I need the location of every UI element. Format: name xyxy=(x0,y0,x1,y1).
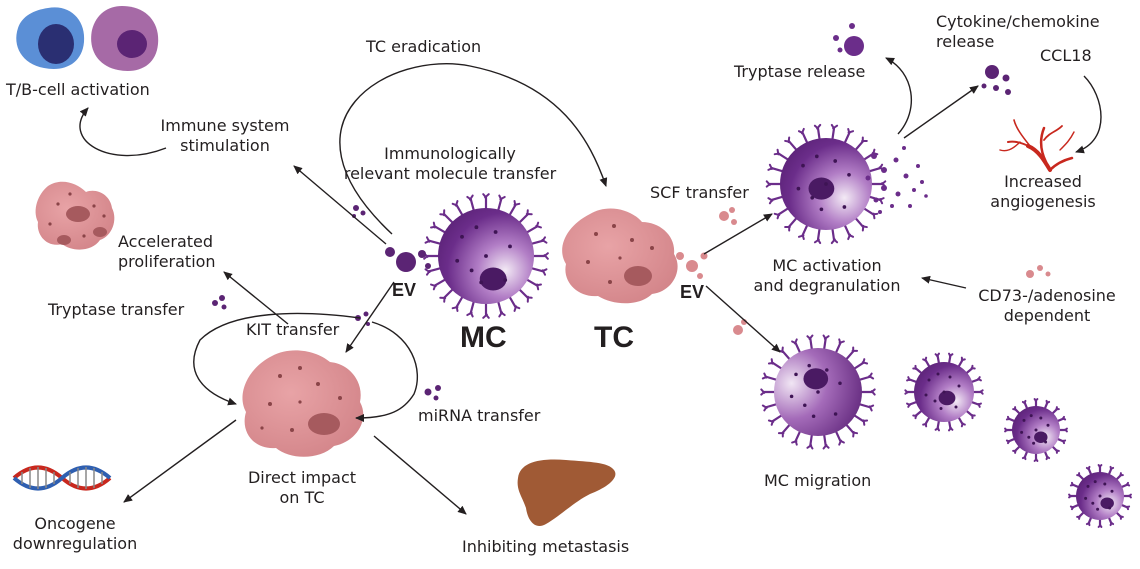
mc-label: MC xyxy=(460,322,507,354)
mc-migration-label: MC migration xyxy=(764,471,871,491)
tb-activation-label: T/B-cell activation xyxy=(6,80,150,100)
oncogene-label: Oncogene downregulation xyxy=(0,514,150,554)
angiogenesis-label: Increased angiogenesis xyxy=(976,172,1110,212)
t-cell-icon xyxy=(16,7,84,69)
oncogene-line1: Oncogene xyxy=(0,514,150,534)
immune-stimulation-line1: Immune system xyxy=(150,116,300,136)
mast-cell-icon xyxy=(761,336,1131,527)
liver-icon xyxy=(518,460,616,526)
mast-cell-icon xyxy=(767,125,886,243)
b-cell-icon xyxy=(91,6,158,71)
ev-right-label: EV xyxy=(680,282,704,302)
oncogene-line2: downregulation xyxy=(0,534,150,554)
cd73-line2: dependent xyxy=(962,306,1132,326)
tc-label: TC xyxy=(594,322,634,354)
tumor-cell-icon xyxy=(242,350,363,456)
dna-icon xyxy=(14,467,110,489)
cd73-line1: CD73-/adenosine xyxy=(962,286,1132,306)
mc-activation-line2: and degranulation xyxy=(734,276,920,296)
accelerated-proliferation-label: Accelerated proliferation xyxy=(118,232,216,272)
direct-impact-label: Direct impact on TC xyxy=(232,468,372,508)
tumor-cell-icon xyxy=(562,208,677,303)
scf-transfer-label: SCF transfer xyxy=(650,183,749,203)
angiogenesis-line1: Increased xyxy=(976,172,1110,192)
inhibiting-metastasis-label: Inhibiting metastasis xyxy=(462,537,629,557)
immune-stimulation-label: Immune system stimulation xyxy=(150,116,300,156)
cytokine-release-line1: Cytokine/chemokine xyxy=(936,12,1100,32)
ev-left-label: EV xyxy=(392,280,416,300)
direct-impact-line2: on TC xyxy=(232,488,372,508)
mc-activation-label: MC activation and degranulation xyxy=(734,256,920,296)
accelerated-proliferation-line1: Accelerated xyxy=(118,232,216,252)
molecule-transfer-line2: relevant molecule transfer xyxy=(318,164,582,184)
tc-eradication-label: TC eradication xyxy=(366,37,481,57)
ccl18-label: CCL18 xyxy=(1040,46,1092,66)
mast-cell-icon xyxy=(424,194,548,318)
molecule-transfer-line1: Immunologically xyxy=(318,144,582,164)
molecule-transfer-label: Immunologically relevant molecule transf… xyxy=(318,144,582,184)
cd73-label: CD73-/adenosine dependent xyxy=(962,286,1132,326)
angiogenesis-line2: angiogenesis xyxy=(976,192,1110,212)
accelerated-proliferation-line2: proliferation xyxy=(118,252,216,272)
immune-stimulation-line2: stimulation xyxy=(150,136,300,156)
mirna-transfer-label: miRNA transfer xyxy=(418,406,540,426)
blood-vessel-icon xyxy=(1000,120,1074,170)
tumor-cell-icon xyxy=(36,182,115,250)
mc-activation-line1: MC activation xyxy=(734,256,920,276)
tryptase-transfer-label: Tryptase transfer xyxy=(48,300,184,320)
direct-impact-line1: Direct impact xyxy=(232,468,372,488)
tryptase-release-label: Tryptase release xyxy=(734,62,865,82)
vesicle-icon xyxy=(866,146,928,214)
kit-transfer-label: KIT transfer xyxy=(246,320,339,340)
